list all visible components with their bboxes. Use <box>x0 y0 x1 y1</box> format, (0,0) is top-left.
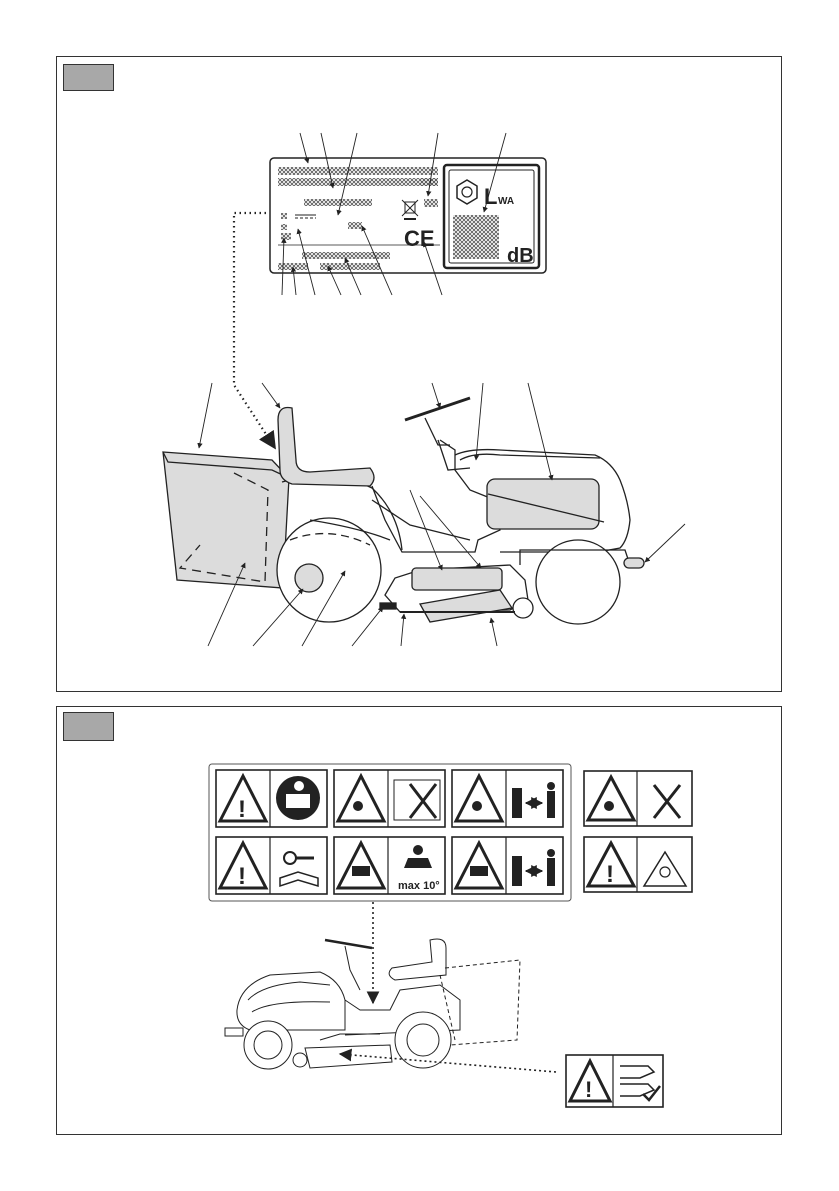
person-icon <box>547 782 555 790</box>
mower-side-view-top <box>163 398 644 624</box>
decibel-unit: dB <box>507 245 534 267</box>
svg-text:!: ! <box>238 863 246 890</box>
label-no-passengers <box>334 770 445 827</box>
label-read-manual: ! <box>216 770 327 827</box>
ce-mark: CE <box>404 226 435 251</box>
label-remove-key: ! <box>216 837 327 894</box>
sound-power-box: L WA dB <box>444 165 539 268</box>
plate-location-leader <box>234 213 275 448</box>
label-keep-distance-1 <box>452 770 563 827</box>
rating-plate: CE L WA dB <box>270 133 546 295</box>
hood-label-area <box>487 479 599 529</box>
slope-limit-text: max 10° <box>398 880 440 892</box>
label-rear-hazard <box>584 771 692 826</box>
svg-text:!: ! <box>606 861 614 888</box>
grass-catcher <box>163 452 289 588</box>
svg-text:!: ! <box>585 1077 592 1102</box>
label-slope-limit: max 10° <box>334 837 445 894</box>
svg-text:!: ! <box>238 796 246 823</box>
deck-label <box>412 568 502 590</box>
safety-label-sheet: ! <box>209 764 692 901</box>
label-keep-distance-2 <box>452 837 563 894</box>
seat <box>278 408 374 487</box>
label-deck-height-adjust: ! <box>566 1055 663 1107</box>
rear-wheel-hub <box>295 564 323 592</box>
sound-subscript: WA <box>498 196 514 207</box>
label-hot-surface: ! <box>584 837 692 892</box>
